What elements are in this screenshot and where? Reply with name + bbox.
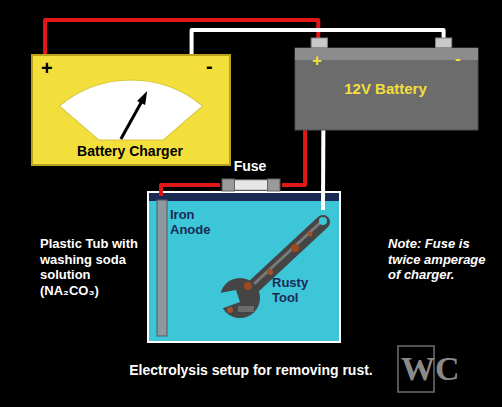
rusty-tool-part xyxy=(267,269,273,275)
wire xyxy=(161,185,220,196)
rusty-tool-part xyxy=(238,306,254,312)
fuse: Fuse xyxy=(220,158,282,192)
fuse-part xyxy=(268,179,280,191)
battery-label: + xyxy=(312,51,322,71)
rusty-tool-part xyxy=(227,307,233,313)
battery-charger: + - Battery Charger xyxy=(32,55,230,165)
rusty-tool-part xyxy=(244,282,252,290)
battery-part xyxy=(295,48,478,60)
battery-charger-part xyxy=(137,91,147,105)
iron-anode-label: Iron Anode xyxy=(170,208,222,238)
iron-anode: Iron Anode xyxy=(155,196,225,338)
rusty-tool: Rusty Tool xyxy=(200,210,335,325)
tub-label: Plastic Tub with washing soda solution (… xyxy=(40,236,140,298)
battery: + - 12V Battery xyxy=(295,38,478,130)
battery-charger-part xyxy=(121,99,143,139)
rusty-tool-part xyxy=(254,222,321,284)
battery-charger-label: + xyxy=(41,57,53,80)
wire xyxy=(282,130,305,185)
fuse-label: Fuse xyxy=(220,158,280,174)
battery-charger-part xyxy=(32,55,230,165)
battery-charger-label: Battery Charger xyxy=(32,143,228,159)
battery-charger-part xyxy=(59,80,202,140)
battery-charger-label: - xyxy=(206,55,213,78)
rusty-tool-part xyxy=(308,232,313,237)
battery-label: - xyxy=(455,49,461,69)
battery-label: 12V Battery xyxy=(295,80,476,97)
rusty-tool-shape xyxy=(200,210,335,325)
rusty-tool-part xyxy=(214,290,240,310)
caption: Electrolysis setup for removing rust. xyxy=(0,362,502,379)
solution-surface xyxy=(149,193,339,201)
plastic-tub xyxy=(148,192,340,342)
iron-anode-part xyxy=(157,200,167,336)
wire xyxy=(321,130,325,210)
battery-part xyxy=(295,48,478,130)
rusty-tool-part xyxy=(319,217,327,225)
rusty-tool-label: Rusty Tool xyxy=(272,276,332,306)
wire xyxy=(45,20,318,55)
watermark: WC xyxy=(401,349,491,390)
fuse-part xyxy=(222,179,234,191)
note: Note: Fuse is twice amperage of charger. xyxy=(388,236,492,283)
fuse-part xyxy=(232,180,269,190)
rusty-tool-part xyxy=(291,244,299,252)
